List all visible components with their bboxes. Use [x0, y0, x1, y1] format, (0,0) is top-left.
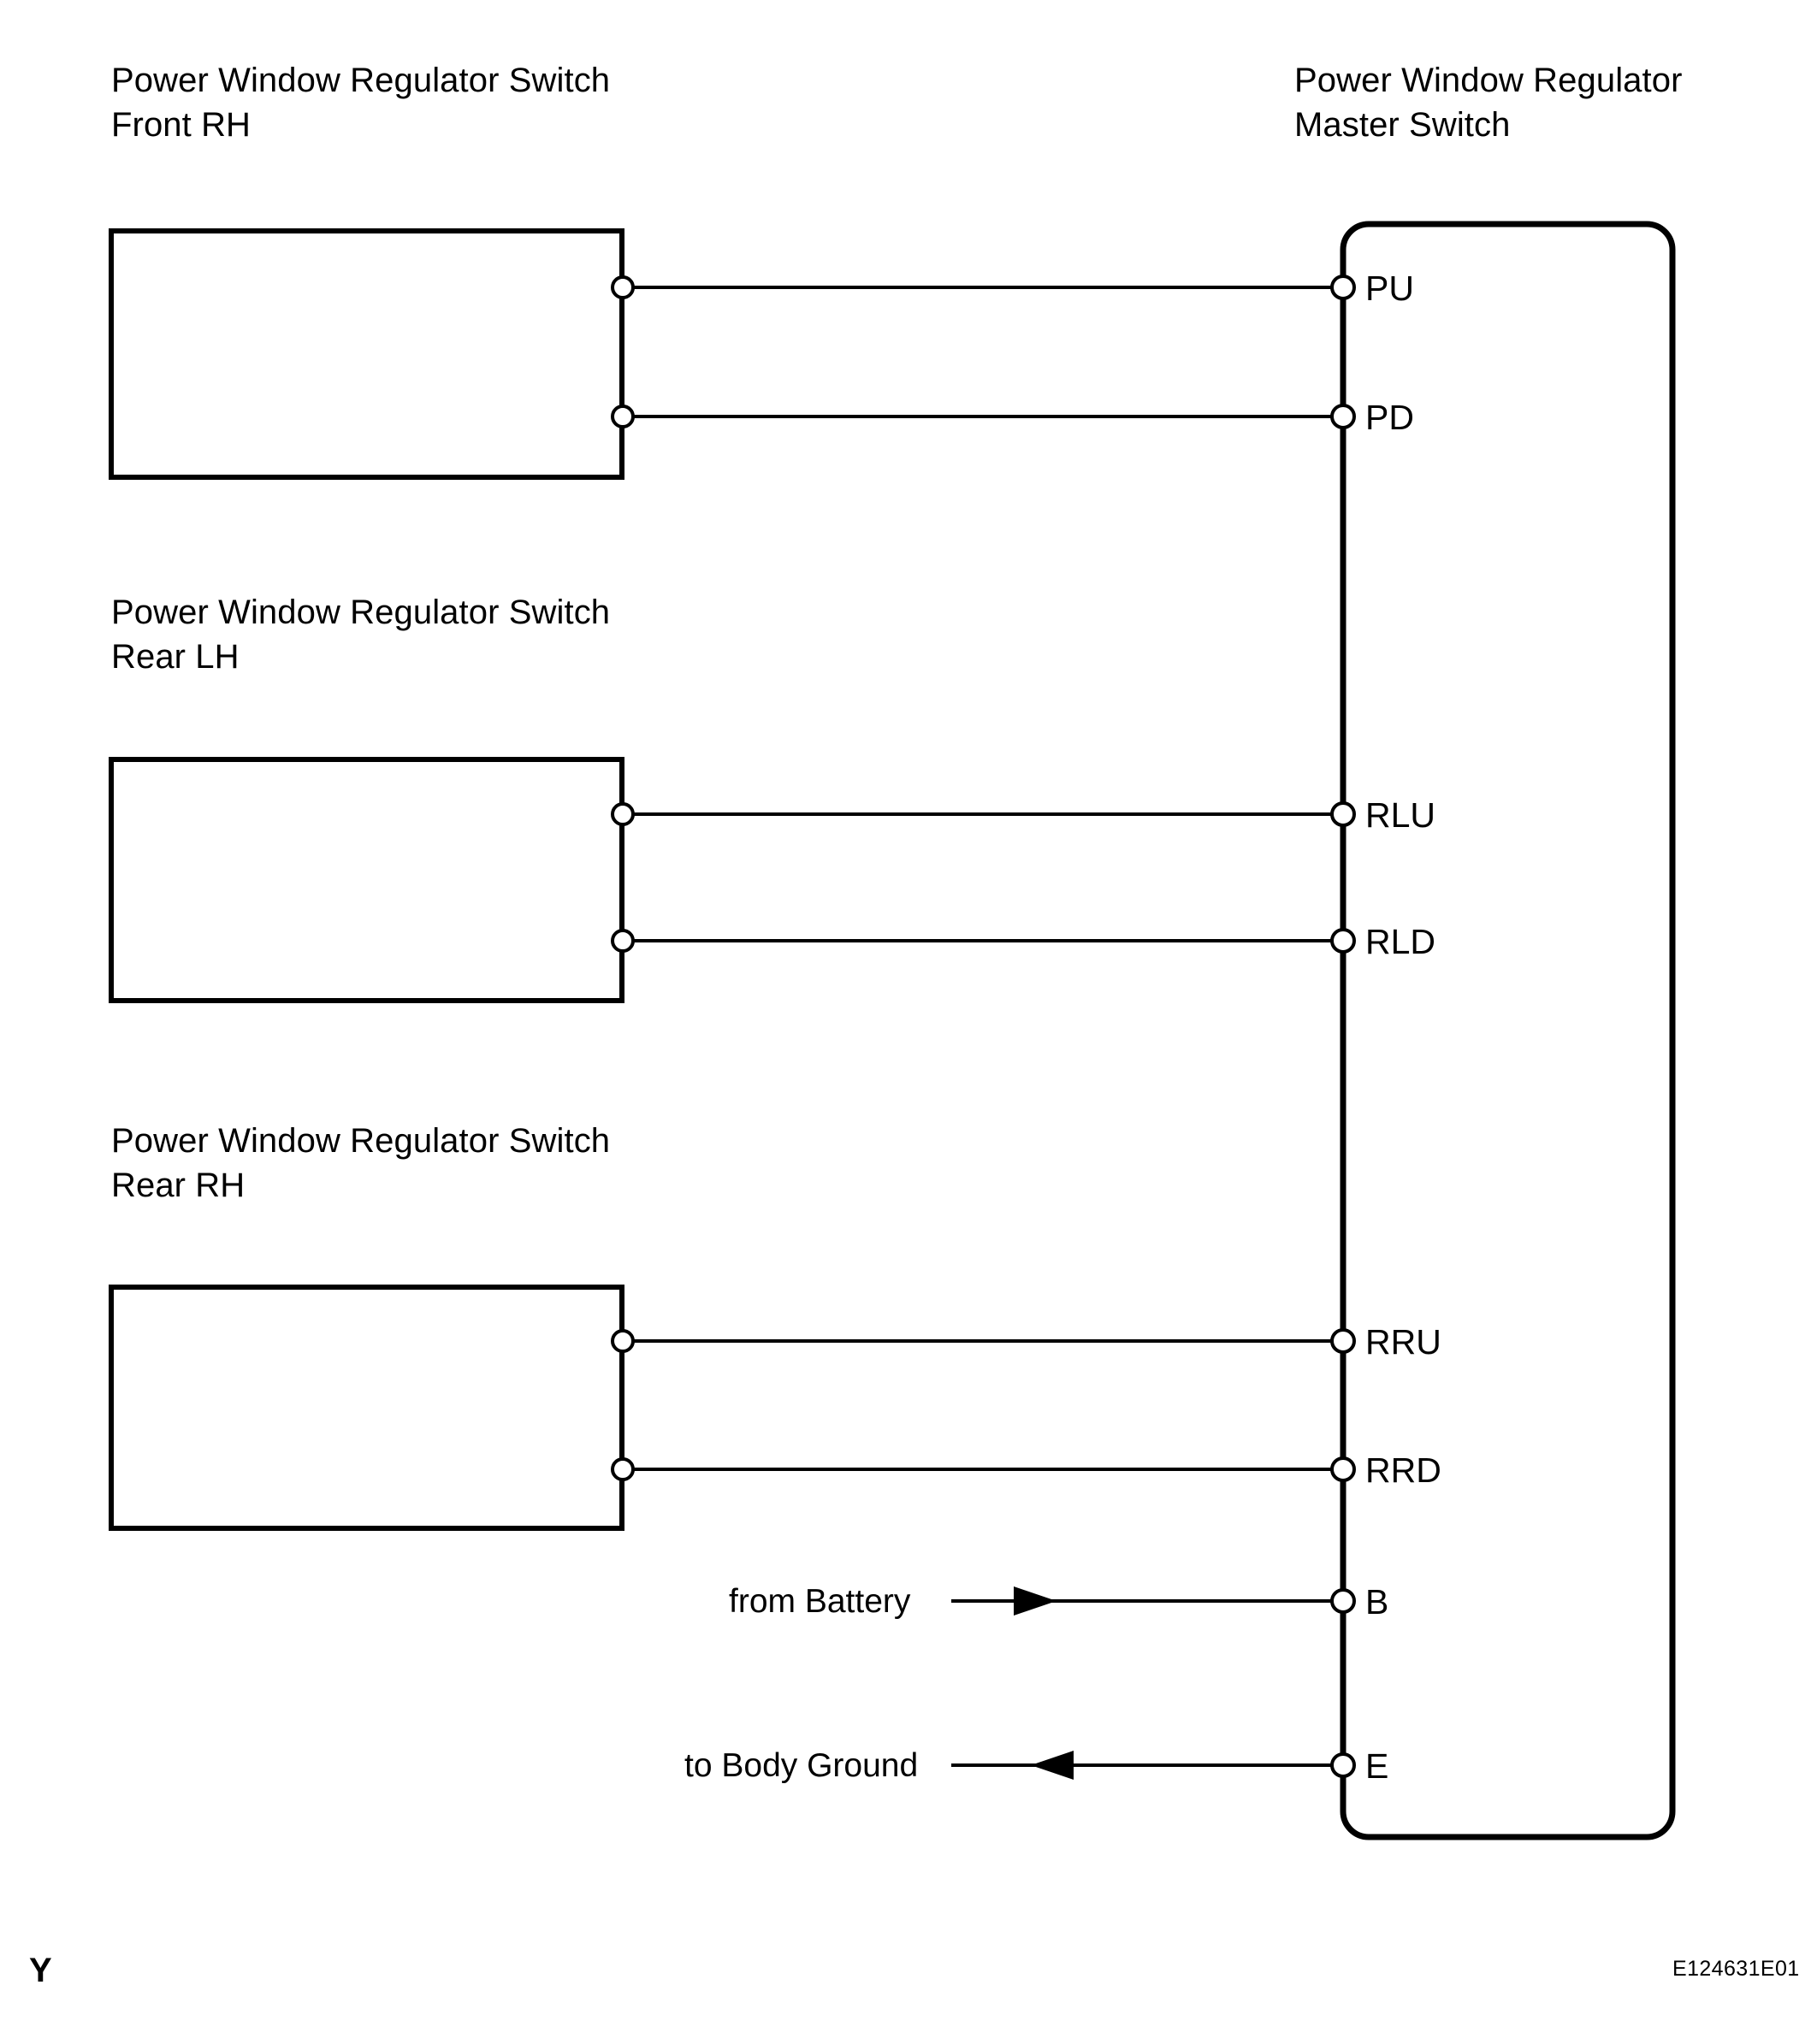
component-title-front-rh-line1: Power Window Regulator Switch — [111, 62, 611, 99]
from-battery-label: from Battery — [729, 1583, 911, 1620]
node-rear-lh-rld — [611, 929, 635, 953]
component-title-rear-lh-line2: Rear LH — [111, 638, 240, 676]
component-title-rear-lh-line1: Power Window Regulator Switch — [111, 594, 611, 631]
terminal-label-rru: RRU — [1365, 1322, 1441, 1362]
master-switch-box — [1340, 221, 1676, 1840]
connector-box-front-rh — [109, 228, 624, 480]
node-front-rh-pu — [611, 275, 635, 299]
component-title-rear-rh-line2: Rear RH — [111, 1167, 246, 1204]
to-body-ground-label: to Body Ground — [684, 1747, 919, 1784]
node-terminal-e — [1330, 1752, 1356, 1778]
master-switch-title-line1: Power Window Regulator — [1294, 62, 1683, 99]
terminal-label-rlu: RLU — [1365, 795, 1436, 835]
node-terminal-rlu — [1330, 801, 1356, 827]
page-corner-mark: Y — [29, 1952, 52, 1989]
master-switch-title-line2: Master Switch — [1294, 106, 1511, 144]
connector-box-rear-rh — [109, 1285, 624, 1531]
node-terminal-rld — [1330, 928, 1356, 954]
terminal-label-b: B — [1365, 1582, 1389, 1622]
terminal-label-rrd: RRD — [1365, 1450, 1441, 1490]
arrow-left-icon — [1031, 1751, 1074, 1780]
node-terminal-pu — [1330, 275, 1356, 300]
terminal-label-e: E — [1365, 1746, 1389, 1786]
node-terminal-pd — [1330, 404, 1356, 429]
component-title-front-rh-line2: Front RH — [111, 106, 252, 144]
node-rear-lh-rlu — [611, 802, 635, 826]
terminal-label-rld: RLD — [1365, 922, 1436, 961]
node-rear-rh-rru — [611, 1329, 635, 1353]
node-rear-rh-rrd — [611, 1457, 635, 1481]
terminal-label-pd: PD — [1365, 398, 1414, 437]
arrow-right-icon — [1014, 1586, 1056, 1616]
connector-box-rear-lh — [109, 757, 624, 1003]
node-front-rh-pd — [611, 405, 635, 428]
node-terminal-b — [1330, 1588, 1356, 1614]
component-title-rear-rh-line1: Power Window Regulator Switch — [111, 1122, 611, 1160]
node-terminal-rru — [1330, 1328, 1356, 1354]
node-terminal-rrd — [1330, 1456, 1356, 1482]
document-code: E124631E01 — [1672, 1957, 1800, 1981]
terminal-label-pu: PU — [1365, 269, 1414, 308]
